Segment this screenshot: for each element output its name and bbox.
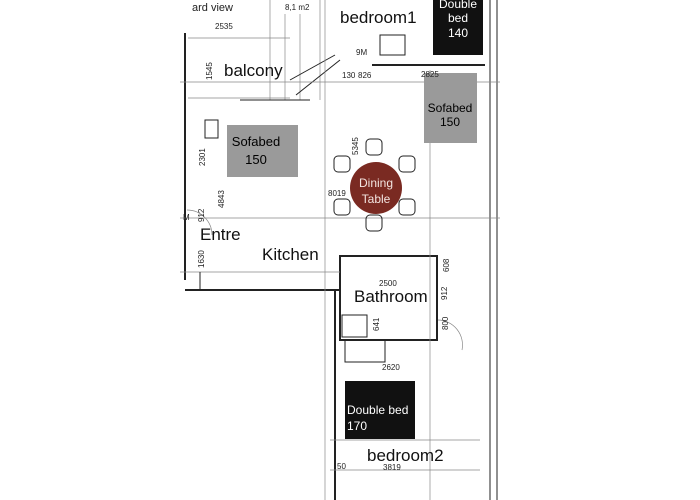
svg-text:2301: 2301 [198, 148, 207, 166]
svg-text:641: 641 [372, 317, 381, 331]
balcony-label: balcony [224, 61, 283, 80]
svg-text:2825: 2825 [421, 70, 439, 79]
svg-text:1630: 1630 [197, 250, 206, 268]
svg-text:912: 912 [440, 286, 449, 300]
kitchen-label: Kitchen [262, 245, 319, 264]
bedroom1-label: bedroom1 [340, 8, 417, 27]
svg-text:150: 150 [245, 152, 267, 167]
walls [180, 0, 500, 500]
sofabed-left: Sofabed 150 [227, 125, 298, 177]
double-bed-170: Double bed 170 [345, 381, 415, 439]
svg-text:150: 150 [440, 115, 460, 129]
svg-text:4843: 4843 [217, 190, 226, 208]
svg-text:3819: 3819 [383, 463, 401, 472]
dimension-labels: 2535 1545 130 826 9M 2825 5345 8019 2301… [183, 22, 451, 472]
sofabed-right: Sofabed 150 [424, 73, 477, 143]
svg-text:Dining: Dining [359, 176, 393, 190]
svg-text:1545: 1545 [205, 62, 214, 80]
bathroom-label: Bathroom [354, 287, 428, 306]
svg-text:Table: Table [362, 192, 391, 206]
svg-text:140: 140 [448, 26, 468, 40]
svg-text:Double bed: Double bed [347, 403, 408, 417]
svg-text:912: 912 [197, 208, 206, 222]
svg-text:826: 826 [358, 71, 372, 80]
svg-text:2500: 2500 [379, 279, 397, 288]
svg-text:800: 800 [441, 316, 450, 330]
svg-text:9M: 9M [356, 48, 367, 57]
dining-table: Dining Table [333, 138, 416, 232]
area-label: 8,1 m2 [285, 3, 310, 12]
svg-text:bed: bed [448, 11, 468, 25]
svg-text:608: 608 [442, 258, 451, 272]
svg-text:50: 50 [337, 462, 346, 471]
svg-text:Double: Double [439, 0, 477, 11]
svg-text:8019: 8019 [328, 189, 346, 198]
svg-text:2620: 2620 [382, 363, 400, 372]
double-bed-140: Double bed 140 [433, 0, 483, 55]
svg-text:2535: 2535 [215, 22, 233, 31]
svg-text:Sofabed: Sofabed [428, 101, 473, 115]
svg-text:130: 130 [342, 71, 356, 80]
svg-text:170: 170 [347, 419, 367, 433]
bedroom2-label: bedroom2 [367, 446, 444, 465]
svg-text:5345: 5345 [351, 137, 360, 155]
svg-text:Sofabed: Sofabed [232, 134, 280, 149]
yard-view-label: ard view [192, 2, 233, 14]
entre-label: Entre [200, 225, 241, 244]
svg-text:M: M [183, 213, 190, 222]
